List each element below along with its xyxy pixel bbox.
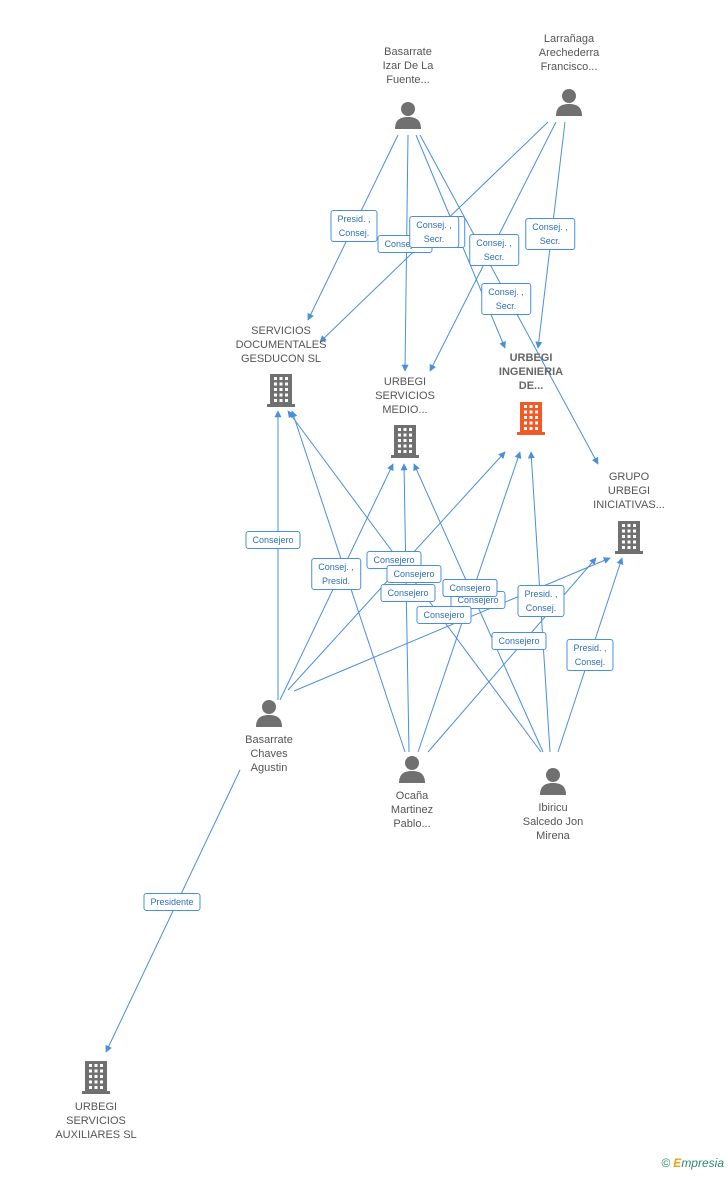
person-icon xyxy=(556,89,582,116)
relation-edge-p1-c2 xyxy=(401,134,409,372)
relation-label[interactable]: Presidente xyxy=(143,893,201,911)
main-company-label[interactable]: URBEGI INGENIERIA DE... xyxy=(498,352,564,392)
relation-edge-p3-c5 xyxy=(105,769,241,1053)
relation-label[interactable]: Consejero xyxy=(386,565,442,583)
relation-edge-p3-c4 xyxy=(293,557,611,692)
building-icon xyxy=(391,425,419,458)
company-label[interactable]: URBEGI SERVICIOS MEDIO... xyxy=(375,376,435,416)
company-label[interactable]: URBEGI SERVICIOS AUXILIARES SL xyxy=(55,1101,137,1141)
relation-label[interactable]: Consejero xyxy=(442,579,498,597)
person-label[interactable]: Basarrate Chaves Agustin xyxy=(245,734,293,774)
building-icon xyxy=(267,374,295,407)
relation-label[interactable]: Presid. , Consej. xyxy=(330,210,378,242)
company-label[interactable]: SERVICIOS DOCUMENTALES GESDUCON SL xyxy=(235,325,327,365)
relation-edge-p4-c2 xyxy=(400,463,410,753)
person-label[interactable]: Basarrate Izar De La Fuente... xyxy=(382,46,434,86)
building-icon xyxy=(517,402,545,435)
footer-brand: ©Empresia xyxy=(661,1156,724,1170)
building-icon xyxy=(82,1061,110,1094)
person-icon xyxy=(256,700,282,727)
person-label[interactable]: Ocaña Martinez Pablo... xyxy=(390,790,434,830)
person-label[interactable]: Ibiricu Salcedo Jon Mirena xyxy=(522,802,584,842)
relation-label[interactable]: Consej. , Secr. xyxy=(469,234,519,266)
company-label[interactable]: GRUPO URBEGI INICIATIVAS... xyxy=(593,471,665,511)
brand-logo: Empresia xyxy=(673,1156,724,1170)
relation-label[interactable]: Consej. , Secr. xyxy=(525,218,575,250)
relation-label[interactable]: Consej. , Secr. xyxy=(409,216,459,248)
relation-label[interactable]: Presid. , Consej. xyxy=(566,639,614,671)
person-icon xyxy=(395,102,421,129)
relation-label[interactable]: Consejero xyxy=(416,606,472,624)
building-icon xyxy=(615,521,643,554)
copyright-symbol: © xyxy=(661,1156,671,1170)
relation-edge-p4-c4 xyxy=(427,557,597,753)
relation-label[interactable]: Consej. , Presid. xyxy=(311,558,361,590)
relation-label[interactable]: Consejero xyxy=(245,531,301,549)
person-label[interactable]: Larrañaga Arechederra Francisco... xyxy=(538,33,600,73)
relation-label[interactable]: Consejero xyxy=(380,584,436,602)
relation-label[interactable]: Presid. , Consej. xyxy=(517,585,565,617)
relation-label[interactable]: Consejero xyxy=(491,632,547,650)
person-icon xyxy=(399,756,425,783)
relation-label[interactable]: Consej. , Secr. xyxy=(481,283,531,315)
person-icon xyxy=(540,768,566,795)
